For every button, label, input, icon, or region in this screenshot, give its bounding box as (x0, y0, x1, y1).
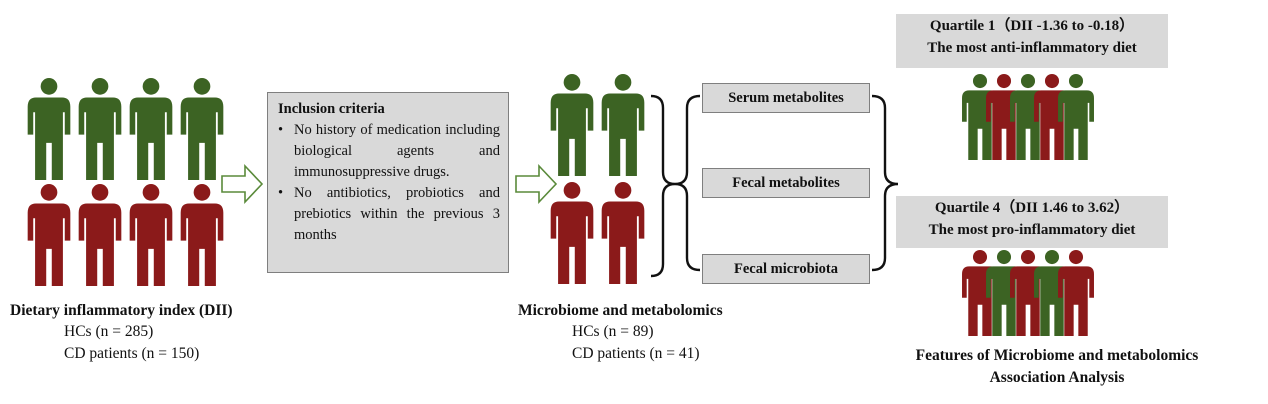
arrow-right-icon (515, 163, 558, 205)
group-bracket (650, 94, 676, 278)
cd-patient-person-icon (550, 182, 594, 284)
middle-group-title: Microbiome and metabolomics (518, 302, 723, 319)
bullet-icon: • (278, 185, 284, 201)
cd-patient-person-icon (78, 184, 122, 286)
category-serum-metabolites: Serum metabolites (702, 83, 870, 113)
criteria-text: No antibiotics, probiotics and prebiotic… (294, 185, 500, 243)
healthy-control-person-icon (180, 78, 224, 180)
right-caption-line1: Features of Microbiome and metabolomics (915, 347, 1199, 364)
inclusion-criteria-box: Inclusion criteria • No history of medic… (267, 92, 509, 273)
middle-people-group (550, 74, 645, 284)
category-fecal-metabolites: Fecal metabolites (702, 168, 870, 198)
healthy-control-person-icon (129, 78, 173, 180)
healthy-control-person-icon (550, 74, 594, 176)
quartile1-range: Quartile 1（DII -1.36 to -0.18） (929, 18, 1135, 34)
inclusion-criteria-title: Inclusion criteria (278, 101, 385, 117)
middle-hc-count: HCs (n = 89) (572, 323, 654, 340)
criteria-item: • No antibiotics, probiotics and prebiot… (278, 183, 500, 246)
left-hc-count: HCs (n = 285) (64, 323, 154, 340)
quartile4-range: Quartile 4（DII 1.46 to 3.62） (934, 200, 1130, 216)
output-bracket (871, 94, 899, 272)
cd-patient-person-icon (601, 182, 645, 284)
category-bracket (674, 94, 701, 272)
category-fecal-microbiota: Fecal microbiota (702, 254, 870, 284)
quartile1-description: The most anti-inflammatory diet (927, 40, 1137, 56)
cd-patient-person-icon (129, 184, 173, 286)
quartile1-label-box: Quartile 1（DII -1.36 to -0.18） The most … (896, 14, 1168, 68)
right-caption-line2: Association Analysis (989, 369, 1125, 386)
middle-cd-count: CD patients (n = 41) (572, 345, 700, 362)
healthy-control-person-icon (27, 78, 71, 180)
left-cd-count: CD patients (n = 150) (64, 345, 200, 362)
left-group-title: Dietary inflammatory index (DII) (10, 302, 233, 319)
criteria-item: • No history of medication including bio… (278, 120, 500, 183)
quartile4-description: The most pro-inflammatory diet (928, 222, 1136, 238)
healthy-control-person-icon (78, 78, 122, 180)
cd-patient-person-icon (27, 184, 71, 286)
left-people-group (27, 78, 224, 286)
cd-patient-person-icon (180, 184, 224, 286)
arrow-right-icon (221, 163, 264, 205)
criteria-text: No history of medication including biolo… (294, 122, 500, 180)
quartile1-people-group (962, 74, 1094, 160)
bullet-icon: • (278, 122, 284, 138)
quartile4-people-group (962, 250, 1094, 336)
quartile4-label-box: Quartile 4（DII 1.46 to 3.62） The most pr… (896, 196, 1168, 248)
healthy-control-person-icon (601, 74, 645, 176)
